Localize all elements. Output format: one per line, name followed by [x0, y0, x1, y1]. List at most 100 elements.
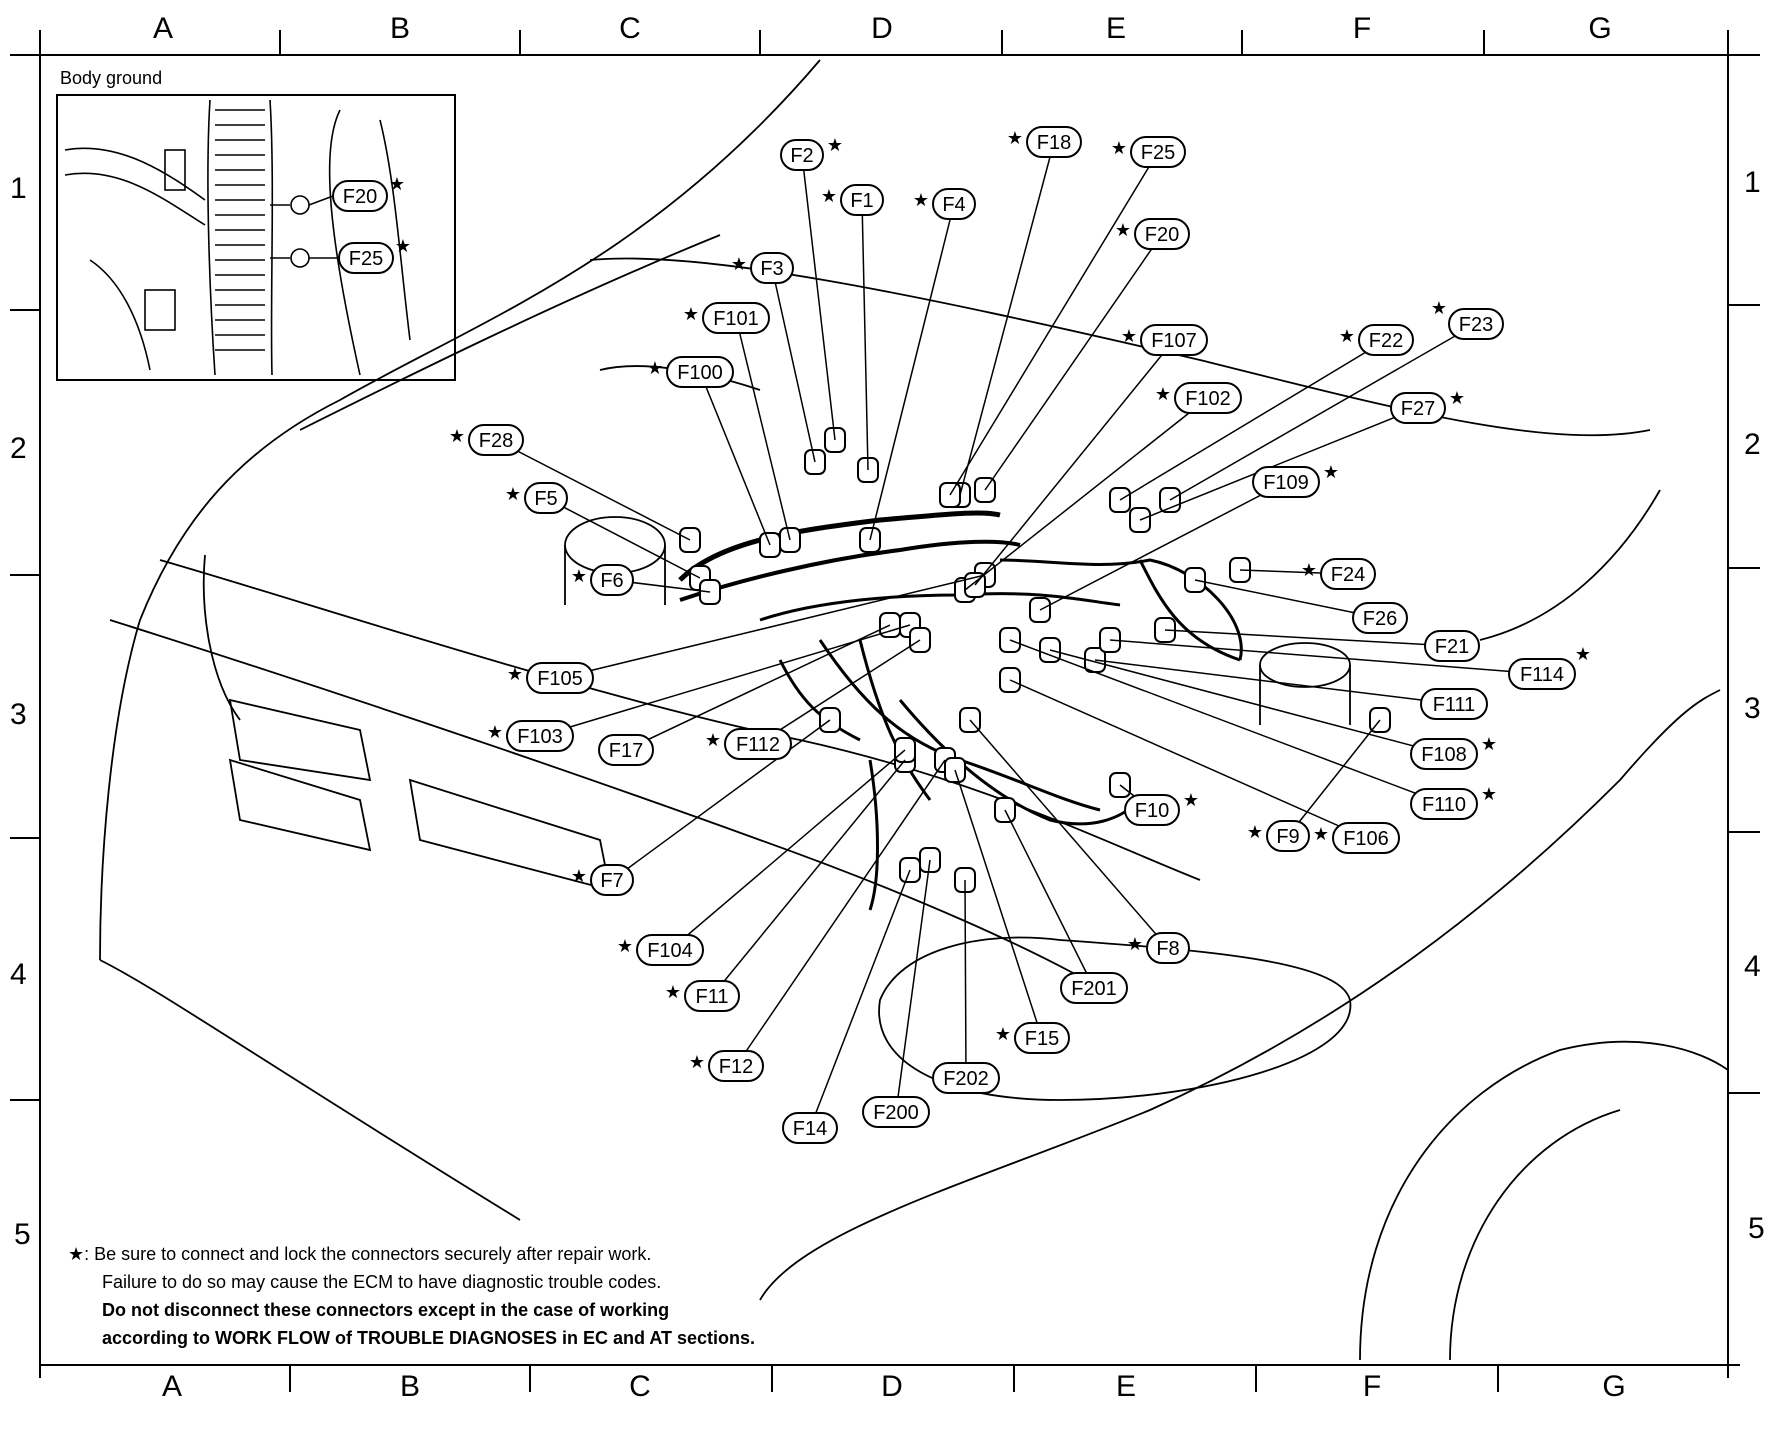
connector-label-f12: F12★: [689, 1050, 764, 1082]
star-icon: ★: [395, 236, 411, 256]
star-icon: ★: [1313, 824, 1329, 844]
leader-f2: [801, 154, 836, 441]
connector-label-f18: F18★: [1007, 126, 1082, 158]
star-icon: ★: [647, 358, 663, 378]
leader-f109: [1039, 481, 1287, 611]
connector-label-f17: F17: [598, 734, 654, 766]
connector-id-f12: F12: [719, 1056, 753, 1078]
connector-label-f108: F108 ★: [1410, 734, 1497, 770]
leader-f9: [1287, 719, 1381, 837]
leader-f18: [959, 141, 1055, 496]
connector-id-f108: F108: [1421, 744, 1467, 766]
connector-label-f201: F201: [1060, 972, 1128, 1004]
connector-id-f109: F109: [1263, 472, 1309, 494]
connector-pill-f11: [684, 980, 740, 1012]
connector-label-f9: F9★: [1247, 820, 1310, 852]
connector-id-f27: F27: [1401, 398, 1435, 420]
grid-col-top-A: A: [152, 12, 174, 45]
connector-pill-f21: [1424, 630, 1480, 662]
leader-f107: [974, 339, 1175, 586]
connector-id-f22: F22: [1369, 330, 1403, 352]
star-icon: ★: [1247, 822, 1263, 842]
connector-label-f23: F23★: [1431, 298, 1504, 340]
inset-id-f25: F25: [349, 248, 383, 270]
connector-pill-f26: [1352, 602, 1408, 634]
star-icon: ★: [617, 936, 633, 956]
leader-f27: [1139, 407, 1419, 521]
inset-id-f20: F20: [343, 186, 377, 208]
leader-f17: [625, 624, 891, 751]
leader-f26: [1194, 579, 1381, 619]
connector-pill-f22: [1358, 324, 1414, 356]
leader-f20: [984, 233, 1163, 491]
connector-label-f112: F112★: [705, 728, 792, 760]
connector-label-f6: F6★: [571, 564, 634, 596]
body-ground-inset: [56, 94, 456, 381]
star-icon: ★: [507, 664, 523, 684]
leader-f4: [869, 203, 955, 541]
connector-label-f104: F104★: [617, 934, 704, 966]
connector-label-f107: F107★: [1121, 324, 1208, 356]
leader-f103: [539, 624, 911, 737]
grid-row-right-4: 4: [1744, 950, 1761, 983]
connector-id-f21: F21: [1435, 636, 1469, 658]
connector-pill-f8: [1146, 932, 1190, 964]
connector-label-f103: F103★: [487, 720, 574, 752]
connector-id-f202: F202: [943, 1068, 989, 1090]
leader-f105: [559, 574, 986, 679]
grid-row-left-5: 5: [14, 1218, 31, 1251]
connector-pill-f107: [1140, 324, 1208, 356]
connector-pill-f7: [590, 864, 634, 896]
grid-col-bottom-D: D: [881, 1370, 903, 1403]
connector-id-f15: F15: [1025, 1028, 1059, 1050]
connector-label-f2: F2★: [780, 135, 843, 171]
connector-pill-f25: [1130, 136, 1186, 168]
connector-label-f5: F5★: [505, 482, 568, 514]
connector-id-f3: F3: [760, 258, 783, 280]
connector-pill-f108: [1410, 738, 1478, 770]
connector-id-f14: F14: [793, 1118, 827, 1140]
connector-pill-f5: [524, 482, 568, 514]
leader-lines: [308, 141, 1543, 1129]
star-icon: ★: [1183, 790, 1199, 810]
star-icon: ★: [665, 982, 681, 1002]
connector-id-f102: F102: [1185, 388, 1231, 410]
grid-col-top-F: F: [1352, 12, 1372, 45]
leader-f15: [954, 769, 1043, 1039]
star-icon: ★: [571, 866, 587, 886]
star-icon: ★: [1481, 734, 1497, 754]
grid-row-right-3: 3: [1744, 692, 1761, 725]
connector-pill-f112: [724, 728, 792, 760]
connector-id-f5: F5: [534, 488, 557, 510]
star-icon: ★: [1111, 138, 1127, 158]
connector-label-f25: F25★: [1111, 136, 1186, 168]
connector-label-f4: F4★: [913, 188, 976, 220]
connector-id-f100: F100: [677, 362, 723, 384]
connector-label-f111: F111: [1420, 688, 1488, 720]
connector-pill-f103: [506, 720, 574, 752]
leader-f28: [495, 439, 691, 541]
connector-id-f2: F2: [790, 145, 813, 167]
star-icon: ★: [1481, 784, 1497, 804]
inset-label-f25: F25 ★: [338, 236, 411, 274]
grid-row-left-4: 4: [10, 958, 27, 991]
leader-f25: [949, 151, 1159, 496]
connector-label-f15: F15★: [995, 1022, 1070, 1054]
inset-pill-f20: [332, 180, 388, 212]
leader-f5: [545, 497, 701, 579]
connector-label-f27: F27★: [1390, 388, 1465, 424]
connector-pill-f102: [1174, 382, 1242, 414]
grid-col-top-C: C: [619, 12, 641, 45]
connector-id-f18: F18: [1037, 132, 1071, 154]
connector-label-f22: F22★: [1339, 324, 1414, 356]
connector-id-f8: F8: [1156, 938, 1179, 960]
grid-col-bottom-G: G: [1602, 1370, 1626, 1403]
connector-label-f202: F202: [932, 1062, 1000, 1094]
grid-col-bottom-B: B: [399, 1370, 421, 1403]
connector-pill-f104: [636, 934, 704, 966]
connector-pill-f114: [1508, 658, 1576, 690]
connector-label-f106: F106 ★: [1313, 822, 1400, 854]
connector-id-f106: F106: [1343, 828, 1389, 850]
connector-pill-f24: [1320, 558, 1376, 590]
